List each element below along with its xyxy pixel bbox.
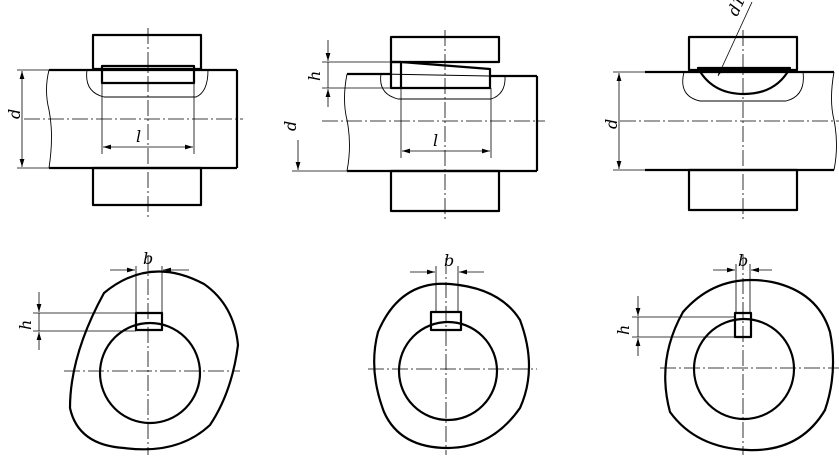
view2-label-d: d xyxy=(281,121,300,131)
section3-hub xyxy=(664,278,835,452)
view2-key xyxy=(389,60,492,90)
section2-label-b: b xyxy=(444,251,454,270)
view3-segment-key: d d1 xyxy=(602,0,839,222)
section3-label-h: h xyxy=(614,325,633,335)
view1-label-l: l xyxy=(136,127,141,146)
section2-shaft xyxy=(397,320,499,422)
view3-keyway-section xyxy=(682,71,804,102)
view3-label-d: d xyxy=(602,119,621,129)
section1-hub xyxy=(68,270,240,451)
section1-label-h: h xyxy=(16,320,35,330)
section1-prismatic-key: b h xyxy=(16,249,240,455)
view2-label-h: h xyxy=(305,71,324,81)
section3-segment-key: b h xyxy=(614,251,839,455)
section2-tapered-key: b xyxy=(368,251,537,455)
view2-label-l: l xyxy=(433,131,438,150)
view3-label-d1: d1 xyxy=(723,0,749,19)
view2-keyway-section xyxy=(380,73,506,100)
section3-label-b: b xyxy=(738,251,748,270)
view2-tapered-key: h d l xyxy=(281,30,545,222)
view3-key xyxy=(696,66,792,96)
section1-label-b: b xyxy=(143,249,153,268)
section2-hub xyxy=(373,282,531,450)
view1-keyway-section xyxy=(86,69,209,98)
view1-hub-top xyxy=(91,33,203,71)
section1-shaft xyxy=(98,321,202,425)
section3-shaft xyxy=(692,317,796,421)
view1-hub-bottom xyxy=(91,166,203,207)
view1-label-d: d xyxy=(5,109,24,119)
section1-key xyxy=(134,311,164,332)
view1-prismatic-key: d l xyxy=(5,28,243,220)
